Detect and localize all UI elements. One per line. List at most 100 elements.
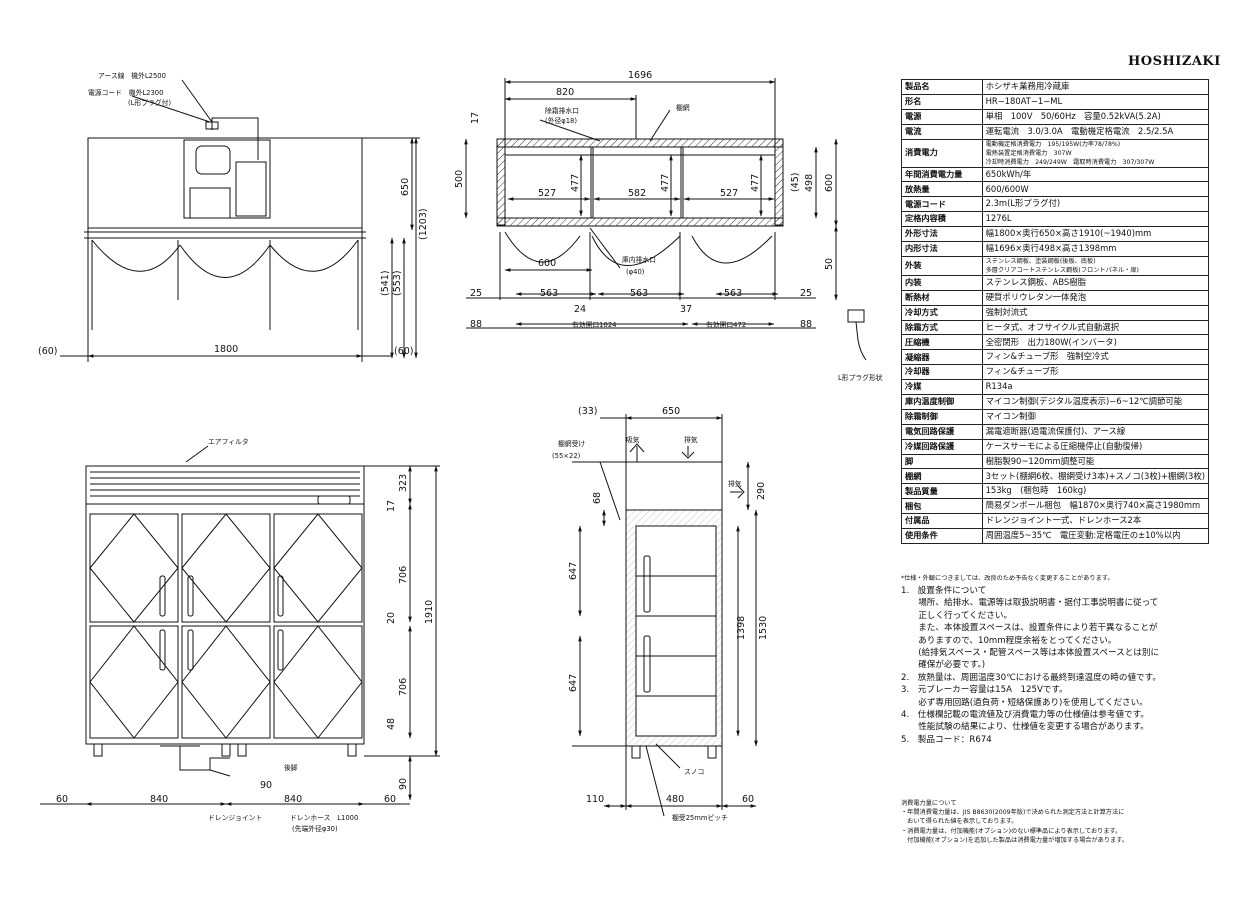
top-view-cabinet	[87, 137, 363, 229]
footnote-line: ・年間消費電力量は、JIS B8630(2009年版)で決められた測定方法と計算…	[901, 809, 1125, 817]
spec-row: 電気回路保護漏電遮断器(過電流保護付)、アース線	[901, 423, 1210, 440]
dim-477-a: 477	[570, 174, 581, 192]
dim-88-right: 88	[800, 319, 812, 330]
spec-value: ステンレス鋼板、ABS樹脂	[981, 274, 1210, 291]
hose-tip-label: (先端外径φ30)	[292, 824, 338, 833]
spec-value: マイコン制御(デジタル温度表示)−6~12℃調節可能	[981, 394, 1210, 410]
dim-88-left: 88	[470, 319, 482, 330]
dim-600-drain: 600	[538, 258, 556, 269]
spec-row: 凝縮器フィン&チューブ形 強制空冷式	[901, 349, 1210, 366]
spec-row: 内形寸法幅1696×奥行498×高さ1398mm	[901, 241, 1210, 257]
spec-key: 棚網	[901, 468, 983, 485]
dim-60-top-left: (60)	[38, 346, 58, 357]
brand-logo: HOSHIZAKI	[1128, 54, 1221, 69]
door-swing-center	[179, 240, 271, 330]
machine-unit	[183, 139, 271, 219]
spec-key: 付属品	[901, 513, 983, 530]
dim-706-b: 706	[398, 678, 409, 696]
door-swing-left	[91, 239, 181, 330]
spec-row: 梱包簡易ダンボール梱包 幅1870×奥行740×高さ1980mm	[901, 498, 1210, 515]
dim-25-right: 25	[800, 288, 812, 299]
door-grid	[89, 513, 363, 739]
exhaust-label: 排気	[684, 435, 698, 444]
door-swing-right	[269, 239, 359, 330]
earth-wire-label: アース線 機外L2500	[98, 71, 166, 80]
spec-key: 内装	[901, 274, 983, 291]
dim-290: 290	[756, 482, 767, 500]
spec-key: 冷却方式	[901, 304, 983, 321]
note-line: また、本体設置スペースは、設置条件により若干異なることが	[901, 623, 1158, 634]
dim-1910: 1910	[424, 600, 435, 624]
note-line: 必ず専用回路(過負荷・短絡保護あり)を使用してください。	[901, 697, 1148, 708]
spec-key: 冷却器	[901, 364, 983, 381]
dim-1800-top: 1800	[214, 344, 238, 355]
spec-key: 電流	[901, 123, 983, 140]
dim-68: 68	[592, 492, 603, 504]
spec-key: 外装	[901, 255, 983, 276]
dim-650-top: 650	[400, 178, 411, 196]
top-view	[60, 79, 420, 362]
spec-row: 外形寸法幅1800×奥行650×高さ1910(~1940)mm	[901, 226, 1210, 243]
spec-key: 除霜方式	[901, 319, 983, 336]
dim-50: 50	[824, 258, 835, 270]
note-line: 確保が必要です。)	[901, 660, 986, 671]
spec-key: 電気回路保護	[901, 423, 983, 440]
dim-840-a: 840	[150, 794, 168, 805]
front-view	[40, 445, 440, 806]
intake-label: 吸気	[626, 435, 640, 444]
pitch-label: 棚受25mmピッチ	[672, 813, 728, 822]
spec-value: ケースサーモによる圧縮機停止(自動復帰)	[981, 438, 1210, 455]
note-line: 場所、給排水、電源等は取扱説明書・据付工事説明書に従って	[901, 598, 1159, 609]
drain-out-sub-label: (外径φ18)	[545, 116, 577, 125]
spec-value: HR−180AT−1−ML	[981, 93, 1210, 110]
spec-value-line: 冷却時消費電力 249/249W 霜取時消費電力 307/307W	[985, 158, 1155, 166]
footnote-line: ・消費電力量は、付加機能(オプション)のない標準品により表示しております。	[901, 827, 1122, 835]
dim-24: 24	[574, 304, 586, 315]
dim-60-top-right: (60)	[394, 346, 414, 357]
spec-row: 電流運転電流 3.0/3.0A 電動機定格電流 2.5/2.5A	[901, 123, 1210, 140]
dim-650-side: 650	[662, 406, 680, 417]
dim-706-a: 706	[398, 566, 409, 584]
spec-row: 使用条件周囲温度5~35℃ 電圧変動:定格電圧の±10%以内	[901, 528, 1210, 544]
dim-553: (553)	[392, 270, 403, 296]
spec-value: 全密閉形 出力180W(インバータ)	[981, 334, 1210, 351]
air-filter-label: エアフィルタ	[208, 437, 249, 446]
shelf-rail-label: 棚網受け	[558, 439, 585, 448]
notes-lead: *仕様・外観につきましては、改良のため予告なく変更することがあります。	[901, 575, 1114, 582]
dim-17-front: 17	[386, 500, 397, 512]
note-line: 2. 放熱量は、周囲温度30℃における最終到達温度の時の値です。	[901, 672, 1161, 683]
spec-value: フィン&チューブ形 強制空冷式	[981, 349, 1210, 366]
spec-value: 3セット(棚網6枚、棚網受け3本)+スノコ(3枚)+棚網(3枚)	[981, 468, 1210, 485]
dim-20: 20	[386, 612, 397, 624]
spec-row: 付属品ドレンジョイント一式、ドレンホース2本	[901, 513, 1210, 530]
dim-90-right: 90	[398, 778, 409, 790]
note-line: 5. 製品コード：R674	[901, 734, 992, 745]
front-cabinet	[85, 503, 365, 745]
footnote-line: おいて得られた値を表示しております。	[901, 818, 1018, 826]
dim-60-front-left: 60	[56, 794, 68, 805]
dim-48: 48	[386, 718, 397, 730]
spec-row: 外装ステンレス鋼板、塗装鋼板(後板、底板)多層クリアコートステンレス鋼板(フロン…	[901, 255, 1210, 276]
plug-note-label: (L形プラグ付)	[128, 98, 171, 107]
spec-key: 形名	[901, 93, 983, 110]
spec-value: 周囲温度5~35℃ 電圧変動:定格電圧の±10%以内	[981, 528, 1210, 544]
dim-527-a: 527	[538, 188, 556, 199]
dim-60-side: 60	[742, 794, 754, 805]
dim-647-b: 647	[568, 674, 579, 692]
spec-key: 冷媒	[901, 379, 983, 396]
spec-value: 幅1696×奥行498×高さ1398mm	[981, 241, 1210, 257]
shelf-label: 棚網	[676, 103, 690, 112]
spec-key: 除霜制御	[901, 408, 983, 425]
footnote-line: 付加機能(オプション)を追加した製品は消費電力量が増加する場合があります。	[901, 836, 1128, 844]
spec-key: 外形寸法	[901, 226, 983, 243]
drain-hose-label: ドレンホース L1000	[290, 814, 358, 822]
spec-value: 幅1800×奥行650×高さ1910(~1940)mm	[981, 226, 1210, 243]
spec-row: 脚樹脂製90~120mm調整可能	[901, 453, 1210, 470]
power-cord-line	[211, 117, 259, 160]
spec-key: 製品質量	[901, 483, 983, 500]
